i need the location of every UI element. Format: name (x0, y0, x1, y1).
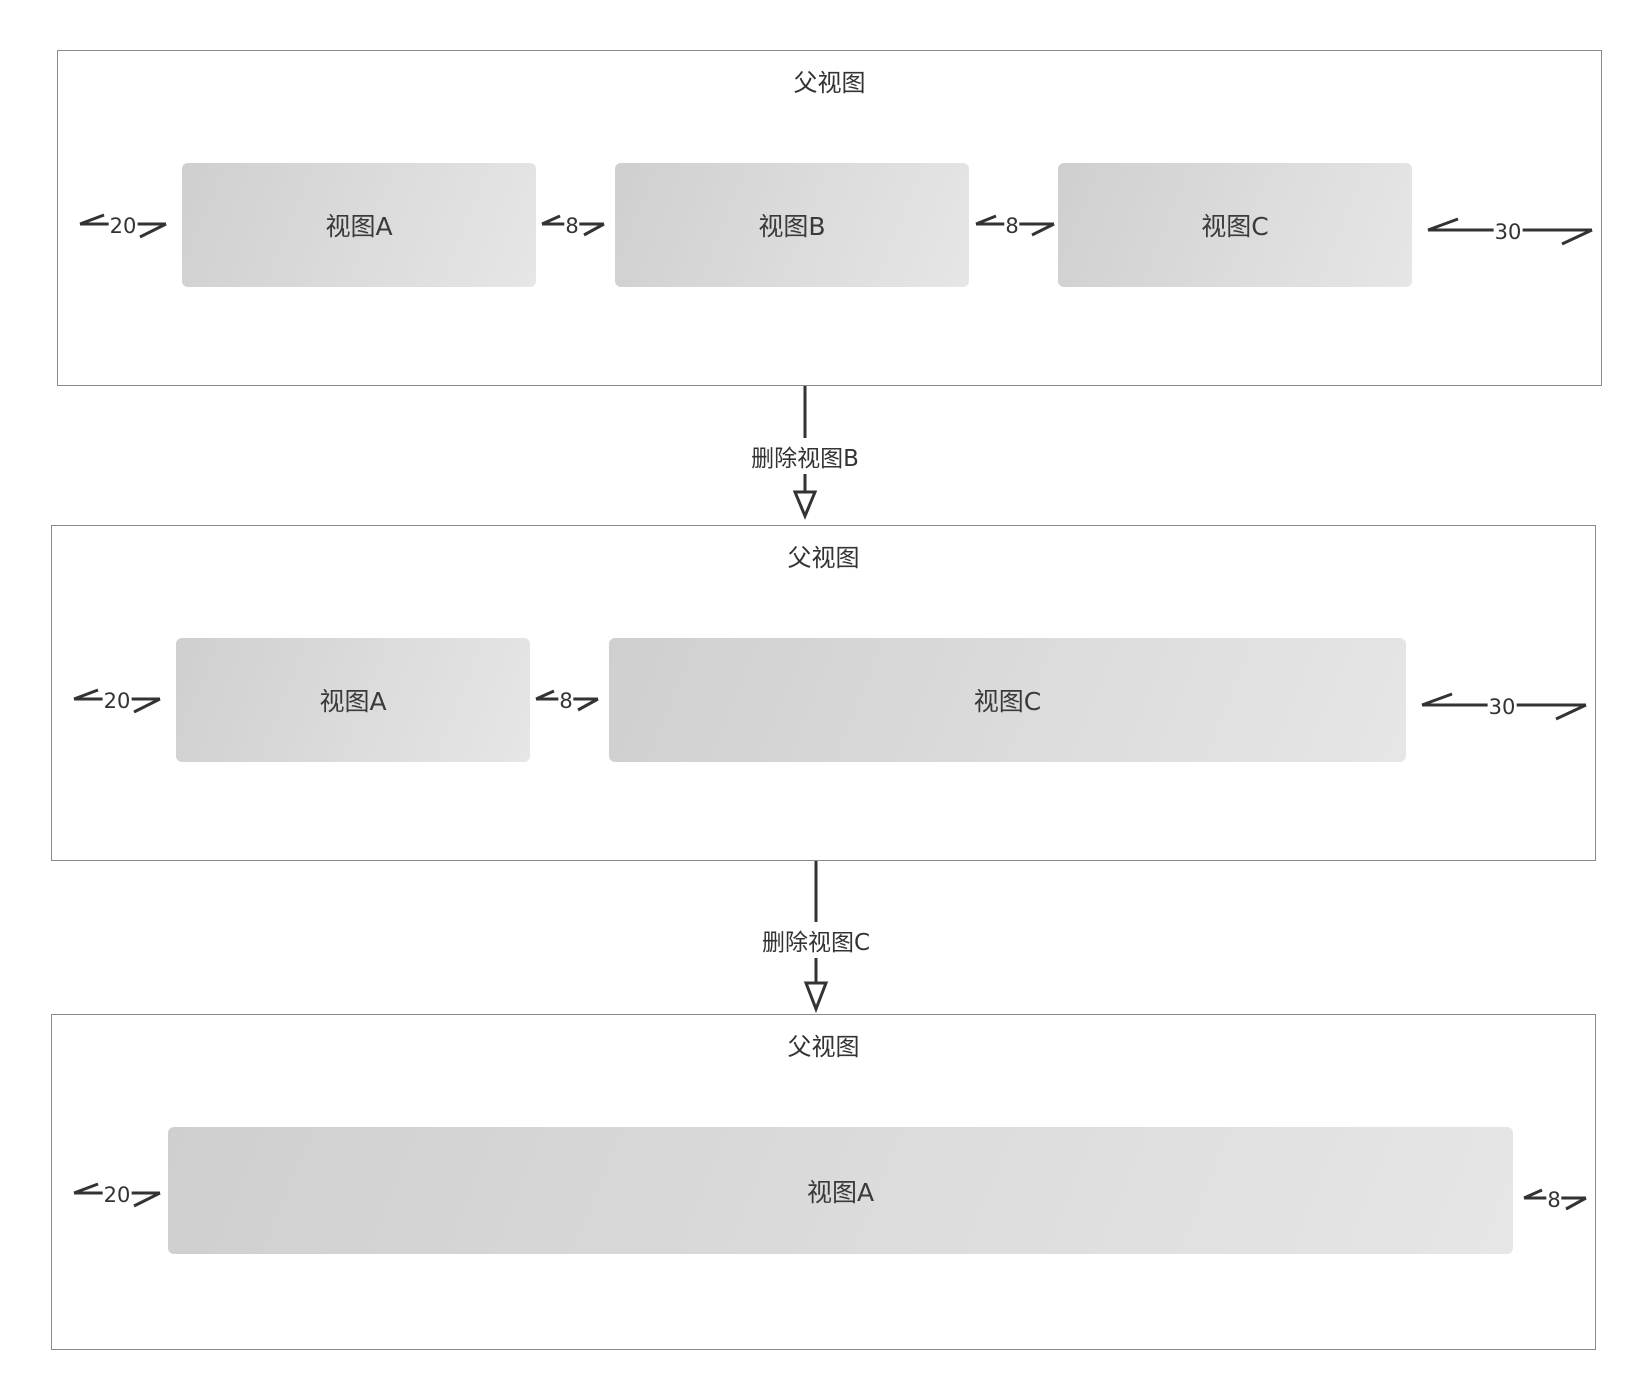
view-c[interactable]: 视图C (1058, 163, 1412, 287)
spacing-value: 30 (1487, 695, 1517, 719)
view-a[interactable]: 视图A (182, 163, 536, 287)
spacing-value: 8 (564, 214, 580, 238)
view-a[interactable]: 视图A (168, 1127, 1513, 1254)
transition-label-delete-view-c: 删除视图C (759, 922, 873, 958)
spacing-value: 30 (1493, 220, 1523, 244)
view-label: 视图A (806, 1177, 875, 1207)
parent-view-panel-stage-3: 父视图 20 视图A 8 (51, 1014, 1596, 1350)
spacing-value: 8 (1004, 214, 1020, 238)
spacing-between-a-c: 8 (534, 686, 599, 716)
transition-label-delete-view-b: 删除视图B (749, 438, 861, 474)
view-label: 视图A (319, 687, 387, 716)
spacing-value: 20 (102, 1183, 132, 1207)
spacing-leading: 20 (78, 211, 167, 241)
spacing-value: 8 (558, 689, 574, 713)
parent-view-panel-stage-2: 父视图 20 视图A 8 视图C 30 (51, 525, 1596, 861)
view-label: 视图C (1201, 212, 1269, 241)
spacing-leading: 20 (72, 1180, 161, 1210)
parent-view-panel-stage-1: 父视图 20 视图A 8 视图B 8 视图C (57, 50, 1602, 386)
parent-view-title: 父视图 (787, 1033, 860, 1061)
view-label: 视图B (758, 212, 826, 241)
view-c[interactable]: 视图C (609, 638, 1406, 762)
view-b[interactable]: 视图B (615, 163, 969, 287)
spacing-trailing: 8 (1522, 1185, 1587, 1215)
spacing-between-a-b: 8 (540, 211, 605, 241)
parent-view-title: 父视图 (787, 544, 860, 572)
view-label: 视图C (973, 687, 1042, 716)
view-label: 视图A (325, 212, 393, 241)
spacing-leading: 20 (72, 686, 161, 716)
spacing-trailing: 30 (1426, 217, 1593, 247)
spacing-between-b-c: 8 (974, 211, 1055, 241)
spacing-trailing: 30 (1420, 692, 1587, 722)
view-a[interactable]: 视图A (176, 638, 530, 762)
spacing-value: 20 (102, 689, 132, 713)
spacing-value: 20 (108, 214, 138, 238)
parent-view-title: 父视图 (793, 69, 866, 97)
spacing-value: 8 (1546, 1188, 1562, 1212)
